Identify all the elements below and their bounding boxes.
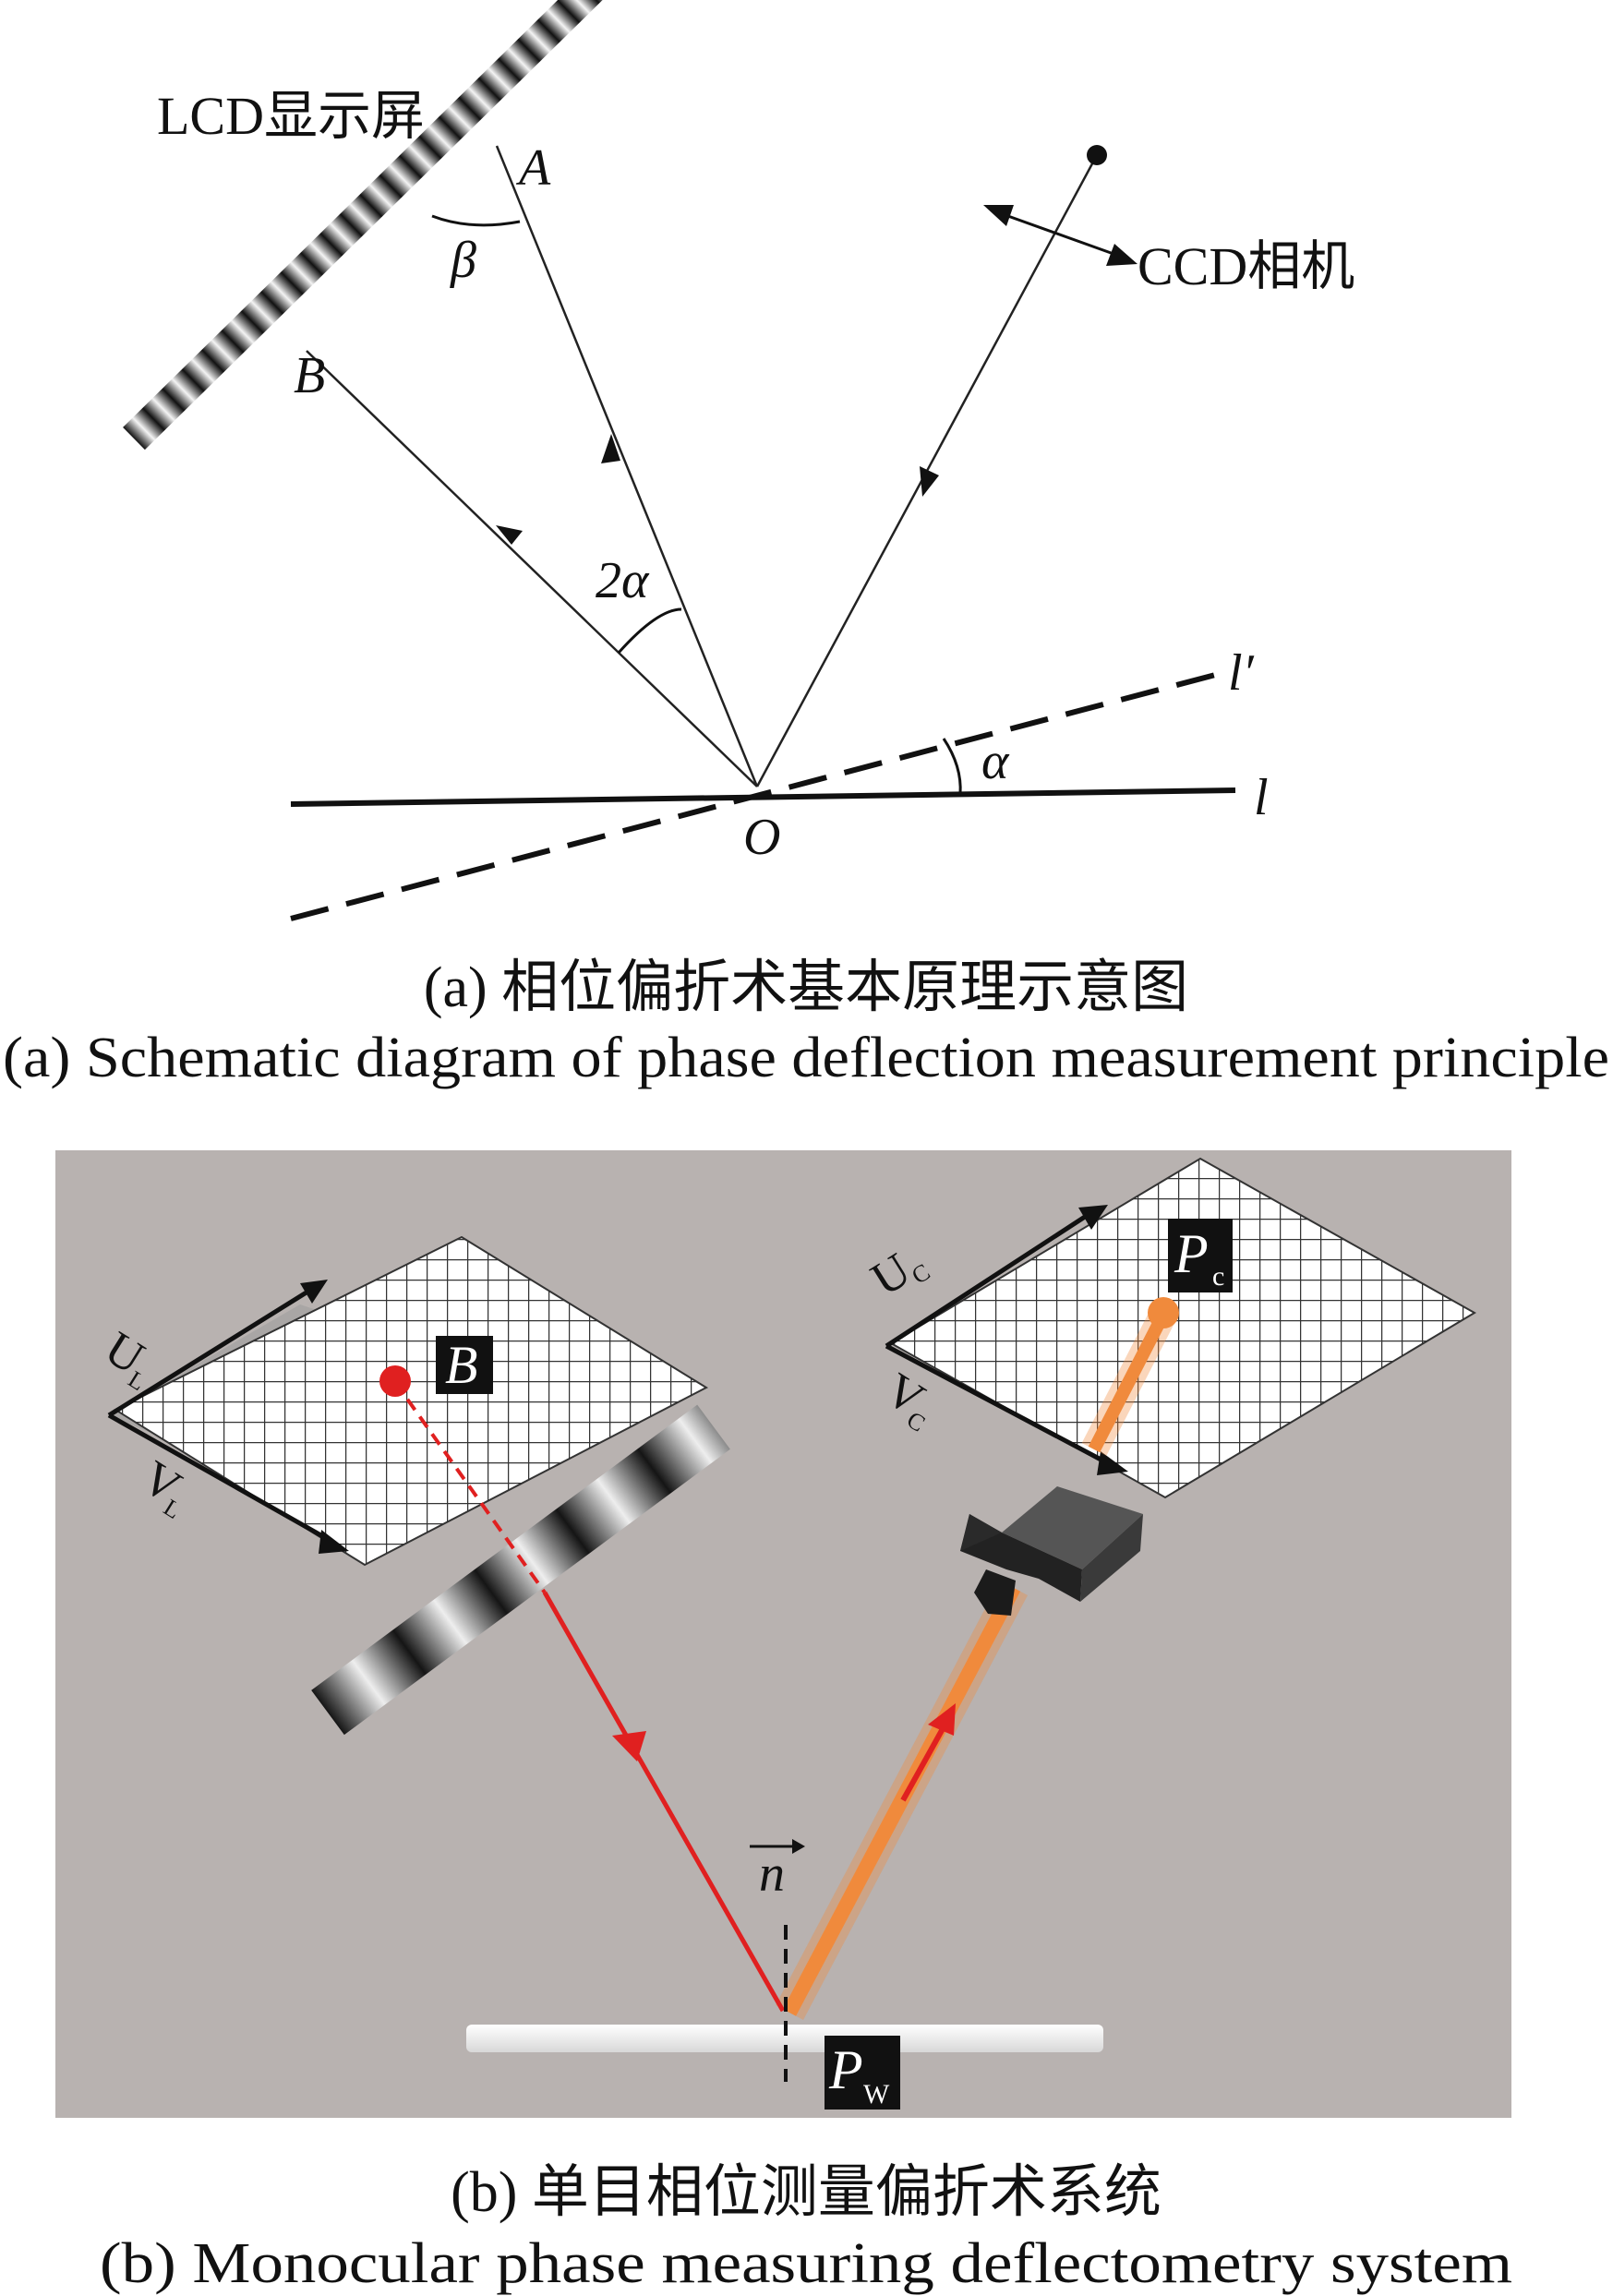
caption-a-cn: (a) 相位偏折术基本原理示意图 — [424, 956, 1188, 1019]
camera — [960, 1486, 1143, 1616]
point-b-box — [436, 1336, 493, 1394]
surface-line-l — [290, 787, 1236, 807]
ccd-label: CCD相机 — [1138, 236, 1354, 296]
angle-2alpha-label: 2α — [596, 552, 650, 609]
caption-b-cn: (b) 单目相位测量偏折术系统 — [451, 2161, 1162, 2224]
reflected-arrow-shaft — [900, 1715, 952, 1802]
ccd-motion-arrow — [992, 209, 1127, 260]
right-grid — [885, 1157, 1476, 1499]
caption-a-en: (a) Schematic diagram of phase deflectio… — [3, 1027, 1609, 1089]
pc-sub-label: c — [1212, 1261, 1224, 1292]
ray-o-to-b — [306, 350, 758, 787]
lcd-label: LCD显示屏 — [157, 86, 425, 146]
angle-beta-label: β — [450, 232, 476, 289]
panel-a: LCD显示屏 CCD相机 A B β 2α α O l l′ (a) 相位偏折术… — [3, 0, 1609, 1089]
angle-beta-arc — [431, 214, 521, 227]
pw-sub-label: W — [863, 2079, 890, 2110]
arrow-ray-ccd — [920, 466, 939, 497]
lcd-screen-b — [311, 1404, 730, 1736]
lcd-screen — [123, 0, 620, 451]
angle-alpha-arc — [942, 738, 962, 795]
panel-b: B P c P W n U L V L U C V C — [55, 1150, 1511, 2118]
pc-box — [1168, 1219, 1233, 1292]
normal-n-label: n — [759, 1845, 785, 1903]
ccd-arrow-right — [1106, 244, 1138, 266]
point-b-label: B — [294, 347, 325, 404]
angle-alpha-label: α — [981, 733, 1010, 790]
incident-arrow — [612, 1731, 646, 1761]
point-b-dot — [379, 1365, 411, 1397]
line-l-prime-label: l′ — [1228, 644, 1255, 702]
ccd-arrow-left — [983, 205, 1014, 226]
pw-box — [825, 2036, 900, 2110]
camera-beam — [1088, 1307, 1172, 1453]
incident-ray — [542, 1591, 786, 2013]
ccd-point — [1087, 145, 1107, 165]
point-o-label: O — [743, 809, 780, 866]
uc-arrow — [1078, 1205, 1108, 1230]
reflected-beam — [782, 1584, 1021, 2016]
ray-o-to-a — [495, 145, 759, 787]
mirror-surface — [466, 2025, 1103, 2052]
arrow-ray-b — [496, 525, 523, 545]
arrow-ray-a — [601, 434, 620, 463]
pc-label: P — [1174, 1223, 1209, 1284]
point-a-label: A — [515, 139, 551, 197]
tilted-line-l-prime — [290, 671, 1220, 921]
ul-arrow — [300, 1280, 328, 1304]
point-b-b-label: B — [445, 1335, 477, 1395]
incident-ray-dashed — [393, 1380, 547, 1594]
pw-label: P — [828, 2039, 863, 2100]
line-l-label: l — [1254, 769, 1269, 826]
angle-2alpha-arc — [617, 607, 682, 654]
caption-b-en: (b) Monocular phase measuring deflectome… — [100, 2232, 1512, 2295]
vc-arrow — [1097, 1451, 1128, 1475]
reflected-arrow-head — [928, 1703, 956, 1736]
vl-arrow — [319, 1530, 349, 1554]
pc-point — [1148, 1297, 1179, 1328]
normal-n-arrowhead — [792, 1839, 805, 1854]
